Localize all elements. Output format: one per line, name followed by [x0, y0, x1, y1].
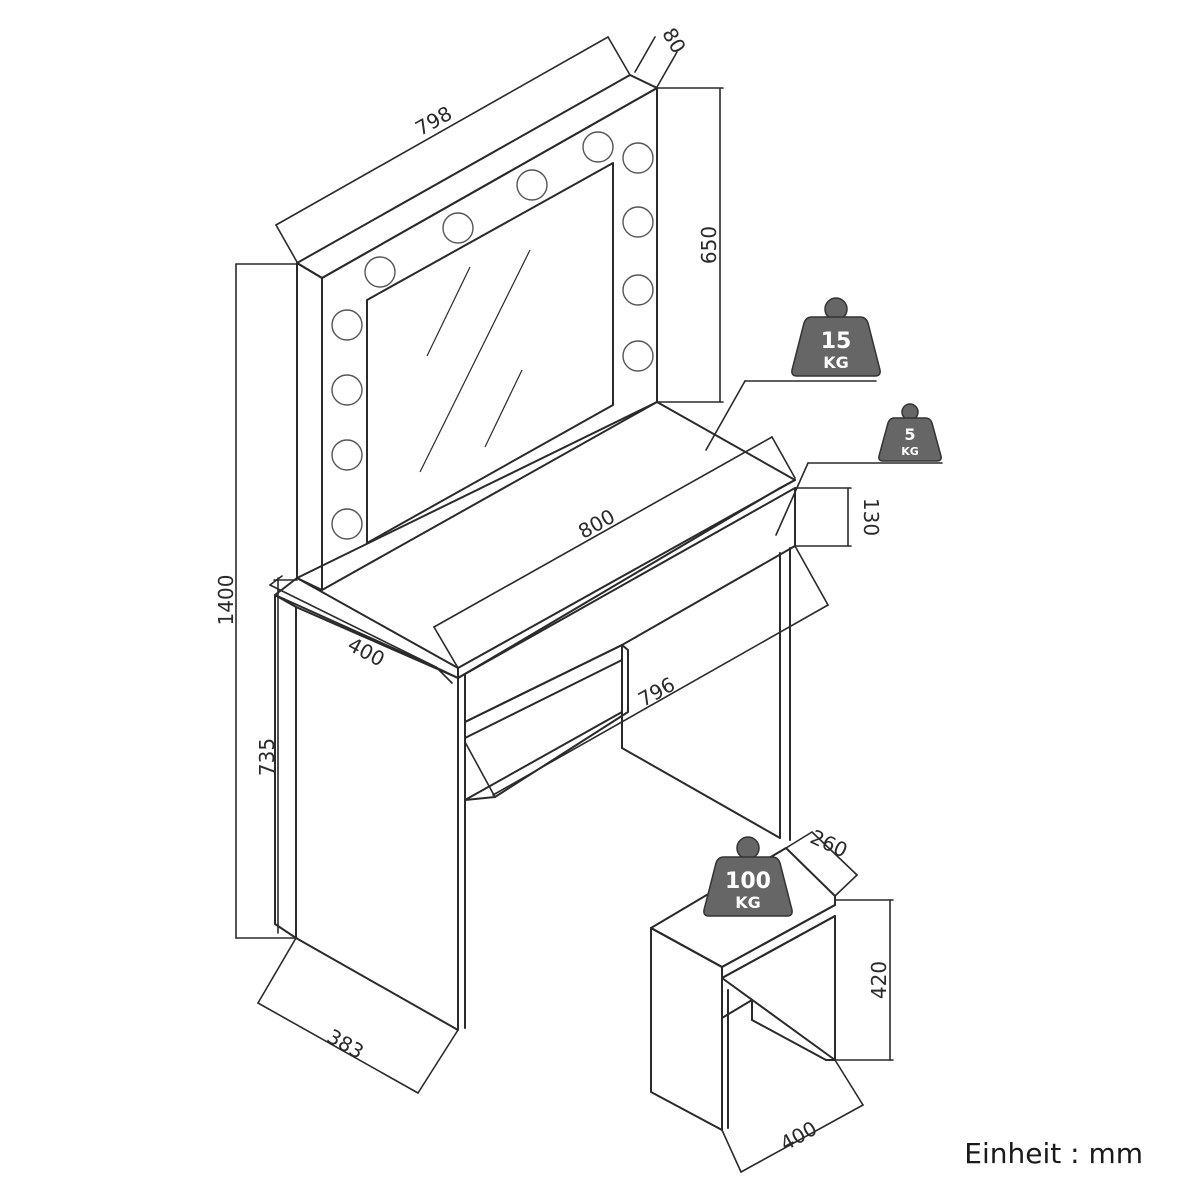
weight-icon-drawer: 5 KG — [878, 403, 942, 462]
mirror-bulb-9 — [331, 309, 363, 341]
mirror-bulb-11 — [331, 439, 363, 471]
dim-label-mirror-height: 650 — [697, 226, 721, 264]
dim-label-stool-depth: 260 — [807, 825, 852, 863]
mirror-bulb-6 — [622, 206, 654, 238]
mirror-bulb-8 — [622, 340, 654, 372]
weight-unit-stool: KG — [735, 893, 761, 912]
mirror-bulbs — [331, 131, 654, 540]
dim-label-mirror-width: 798 — [411, 101, 456, 141]
stool — [650, 847, 836, 1131]
mirror-bulb-3 — [516, 169, 548, 201]
dim-label-total-height: 1400 — [214, 575, 238, 626]
dimension-lines — [235, 36, 943, 1173]
table-right-leg — [621, 547, 791, 841]
dim-label-leg-depth: 383 — [323, 1024, 368, 1064]
dim-label-inner-width: 796 — [634, 672, 679, 712]
weight-value-drawer: 5 — [904, 425, 915, 444]
dim-label-table-height: 735 — [255, 738, 279, 776]
mirror-bulb-1 — [364, 256, 396, 288]
mirror-glass — [366, 162, 614, 544]
weight-unit-drawer: KG — [901, 445, 919, 458]
dim-label-table-width: 800 — [574, 504, 619, 544]
dim-label-table-depth: 400 — [344, 632, 389, 671]
mirror-bulb-2 — [442, 212, 474, 244]
mirror-bulb-12 — [331, 508, 363, 540]
weight-value-stool: 100 — [725, 869, 771, 894]
unit-label: Einheit : mm — [964, 1137, 1143, 1170]
weight-unit-mirror-top: KG — [823, 353, 849, 372]
dim-label-stool-height: 420 — [867, 961, 891, 999]
weight-value-mirror-top: 15 — [821, 329, 852, 354]
weight-icon-mirror-top: 15 KG — [791, 297, 881, 377]
dim-label-drawer-height: 130 — [859, 498, 883, 536]
mirror-bulb-4 — [582, 131, 614, 163]
mirror-bulb-10 — [331, 374, 363, 406]
dim-label-mirror-depth: 80 — [657, 23, 691, 57]
mirror-bulb-7 — [622, 274, 654, 306]
weight-icon-stool: 100 KG — [703, 836, 793, 917]
table-drawer — [464, 644, 629, 801]
mirror-bulb-5 — [622, 142, 654, 174]
